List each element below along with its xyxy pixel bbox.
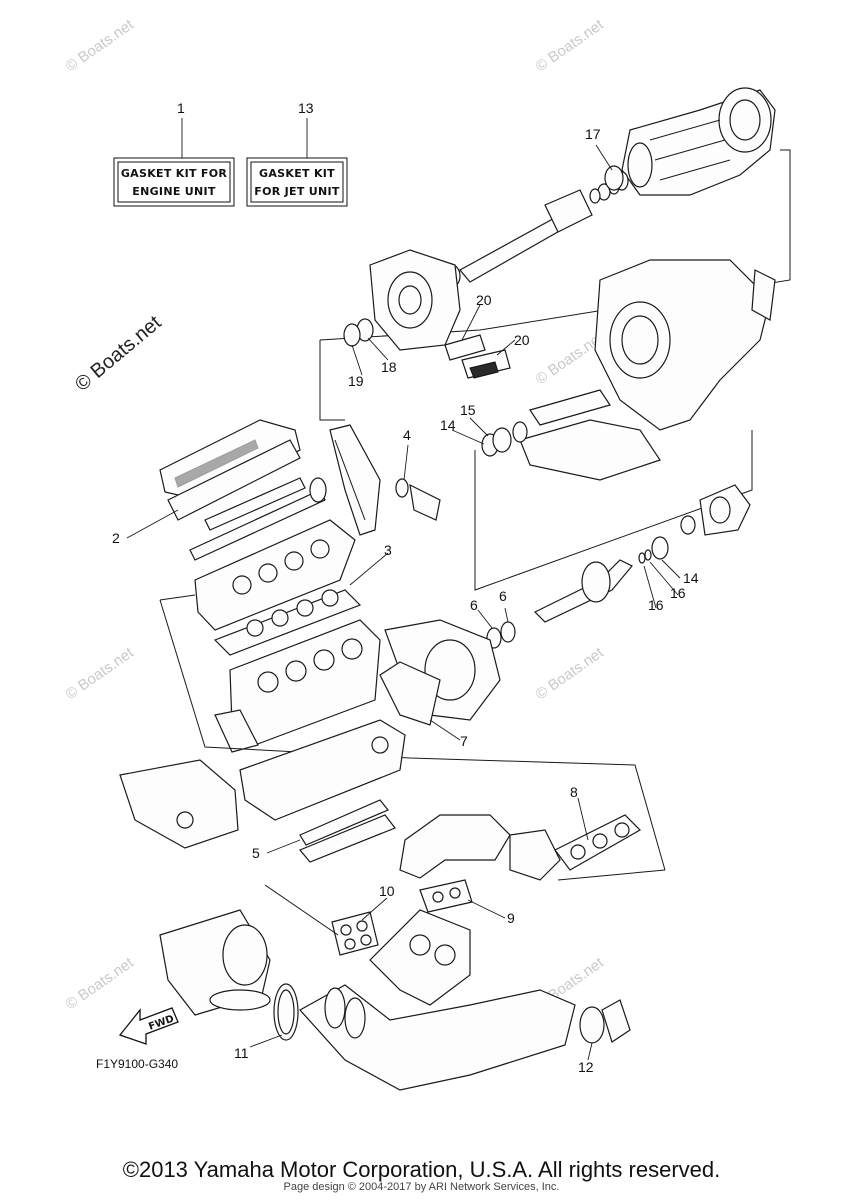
callout-9: 9 xyxy=(507,910,515,926)
callout-20: 20 xyxy=(514,332,530,348)
bearings-14-15 xyxy=(481,421,528,457)
callout-4: 4 xyxy=(403,427,411,443)
forward-arrow-icon: FWD xyxy=(118,1007,179,1045)
callout-11: 11 xyxy=(234,1045,249,1061)
copyright-notice: ©2013 Yamaha Motor Corporation, U.S.A. A… xyxy=(122,1157,721,1182)
timing-chain xyxy=(329,424,381,536)
callout-13: 13 xyxy=(298,100,314,116)
callout-14: 14 xyxy=(683,570,699,586)
gasket-10 xyxy=(331,911,379,956)
lower-crankcase xyxy=(239,719,406,821)
callout-6: 6 xyxy=(499,588,507,604)
callout-8: 8 xyxy=(570,784,578,800)
impeller-shaft-assembly xyxy=(443,171,629,288)
cylinder-head xyxy=(194,519,356,631)
callout-14: 14 xyxy=(440,417,456,433)
kit-label-line2: ENGINE UNIT xyxy=(132,185,216,198)
jet-pump-nozzle xyxy=(621,87,776,196)
exhaust-manifold xyxy=(399,814,561,881)
gaskets-20 xyxy=(444,334,511,379)
callout-10: 10 xyxy=(379,883,395,899)
valve-cover xyxy=(159,419,301,521)
watermark: © Boats.net xyxy=(63,644,138,703)
watermark: © Boats.net xyxy=(63,16,138,75)
exhaust-pipe-manifold xyxy=(369,909,471,1006)
crankcase-cover xyxy=(379,619,501,726)
watermark-main: © Boats.net xyxy=(71,311,166,395)
callout-16: 16 xyxy=(648,597,664,613)
cylinder-block xyxy=(214,619,381,753)
kit-label-line1: GASKET KIT FOR xyxy=(121,167,228,180)
callout-17: 17 xyxy=(585,126,601,142)
callout-5: 5 xyxy=(252,845,260,861)
kit-label-line2: FOR JET UNIT xyxy=(254,185,340,198)
page-design-credit: Page design © 2004-2017 by ARI Network S… xyxy=(283,1181,560,1193)
callout-7: 7 xyxy=(460,733,468,749)
intake-housing xyxy=(519,259,776,481)
callout-16: 16 xyxy=(670,585,686,601)
callout-2: 2 xyxy=(112,530,120,546)
callout-12: 12 xyxy=(578,1059,594,1075)
exhaust-ring-11 xyxy=(273,983,299,1041)
gasket-9 xyxy=(419,879,473,913)
gasket-12 xyxy=(579,999,631,1044)
exhaust-gasket-8 xyxy=(554,814,641,871)
watermark: © Boats.net xyxy=(63,954,138,1013)
pump-housing xyxy=(343,249,461,351)
exhaust-tube xyxy=(299,984,576,1091)
gasket-kit-engine-unit[interactable]: 1 GASKET KIT FOR ENGINE UNIT xyxy=(113,100,235,207)
drive-shaft xyxy=(486,484,751,649)
callout-15: 15 xyxy=(460,402,476,418)
callout-20: 20 xyxy=(476,292,492,308)
oil-pan xyxy=(119,759,239,849)
o-ring-17 xyxy=(604,165,624,191)
kit-label-line1: GASKET KIT xyxy=(259,167,335,180)
gasket-kit-jet-unit[interactable]: 13 GASKET KIT FOR JET UNIT xyxy=(246,100,348,207)
callout-6: 6 xyxy=(470,597,478,613)
oil-pan-gaskets xyxy=(299,799,396,863)
callout-18: 18 xyxy=(381,359,397,375)
callout-19: 19 xyxy=(348,373,364,389)
muffler xyxy=(159,909,271,1016)
camshafts xyxy=(189,477,327,561)
callout-1: 1 xyxy=(177,100,185,116)
watermark: © Boats.net xyxy=(533,644,608,703)
diagram-code: F1Y9100-G340 xyxy=(96,1057,178,1071)
head-gasket xyxy=(213,589,362,656)
chain-tensioner xyxy=(395,478,441,521)
callout-3: 3 xyxy=(384,542,392,558)
watermark: © Boats.net xyxy=(533,16,608,75)
